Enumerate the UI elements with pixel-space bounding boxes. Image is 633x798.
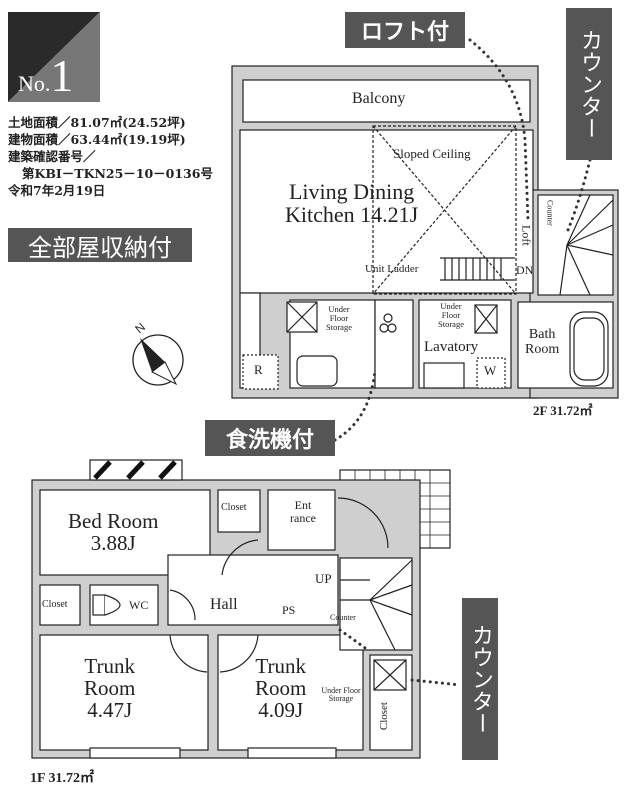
compass-icon (132, 334, 184, 386)
trunk1-line1: Trunk (84, 654, 135, 678)
stairs-1f (340, 559, 413, 651)
entrance-line1: Ent (294, 498, 312, 512)
stairs-2f (559, 194, 614, 296)
floor2-area: 2F 31.72㎡ (533, 403, 593, 418)
refrigerator-label: R (254, 362, 263, 377)
loft-badge: ロフト付 (345, 12, 465, 48)
under-floor-storage-lavatory: Under Floor Storage (438, 301, 464, 329)
floor1-plan (31, 459, 451, 759)
entrance-line2: rance (290, 510, 316, 525)
unit-ladder-label: Unit Ladder (365, 263, 419, 275)
property-info: 土地面積／81.07㎡(24.52坪) 建物面積／63.44㎡(19.19坪) … (8, 114, 213, 199)
land-area: 土地面積／81.07㎡(24.52坪) (8, 115, 186, 130)
number-tile (8, 12, 100, 102)
trunk1-line2: Room (84, 676, 136, 701)
ldk-label: Living Dining Kitchen 14.21J (285, 180, 418, 226)
dishwasher-badge: 食洗機付 (205, 420, 335, 456)
number-value: 1 (50, 50, 74, 101)
closet-left-label: Closet (42, 599, 68, 610)
bath-line1: Bath (528, 327, 556, 342)
permit-label: 建築確認番号／ (8, 149, 96, 164)
trunk2-line2: Room (255, 676, 307, 701)
counter-badge-top: カウンター (566, 8, 612, 160)
floor2-plan (231, 65, 619, 399)
bed-room-label: Bed Room 3.88J (68, 510, 158, 554)
washer-label: W (484, 363, 497, 378)
up-label: UP (315, 571, 332, 586)
bed-line1: Bed Room (68, 509, 159, 533)
permit-date: 令和7年2月19日 (8, 183, 106, 198)
hall-label: Hall (210, 596, 238, 613)
building-area: 建物面積／63.44㎡(19.19坪) (8, 132, 186, 147)
trunk-room-2-label: Trunk Room 4.09J (255, 655, 306, 721)
closet-right-label: Closet (378, 702, 390, 731)
bath-line2: Room (525, 341, 560, 357)
lavatory-label: Lavatory (424, 339, 479, 355)
unit-ladder (440, 257, 515, 281)
counter-label-1f: Counter (330, 613, 356, 622)
sloped-ceiling-label: Sloped Ceiling (393, 146, 471, 161)
floor1-area: 1F 31.72㎡ (30, 771, 95, 786)
number-label: No.1 (18, 50, 74, 101)
leader-lines (333, 38, 592, 687)
counter-label-2f: Counter (545, 200, 555, 226)
dn-label: DN (516, 263, 534, 277)
entrance-label: Ent rance (290, 499, 316, 524)
number-prefix: No. (18, 71, 51, 96)
permit-number: 第KBI－TKN25－10－0136号 (22, 166, 213, 181)
ldk-line2: Kitchen 14.21J (285, 202, 419, 228)
trunk-room-1-label: Trunk Room 4.47J (84, 655, 135, 721)
under-floor-storage-1f: Under Floor Storage (321, 686, 361, 704)
loft-label: Loft (519, 225, 534, 246)
trunk2-line1: Trunk (255, 654, 306, 678)
bath-room-label: Bath Room (525, 327, 560, 357)
bed-line2: 3.88J (90, 531, 136, 556)
under-floor-storage-kitchen: Under Floor Storage (326, 304, 352, 332)
storage-badge: 全部屋収納付 (8, 228, 192, 262)
trunk1-line3: 4.47J (87, 698, 133, 723)
closet-bed-label: Closet (221, 502, 247, 513)
balcony-label: Balcony (352, 90, 406, 107)
wc-label: WC (129, 598, 149, 612)
trunk2-line3: 4.09J (258, 698, 304, 723)
counter-badge-bottom: カウンター (462, 598, 498, 760)
ps-label: PS (282, 603, 296, 617)
ldk-line1: Living Dining (288, 179, 415, 204)
